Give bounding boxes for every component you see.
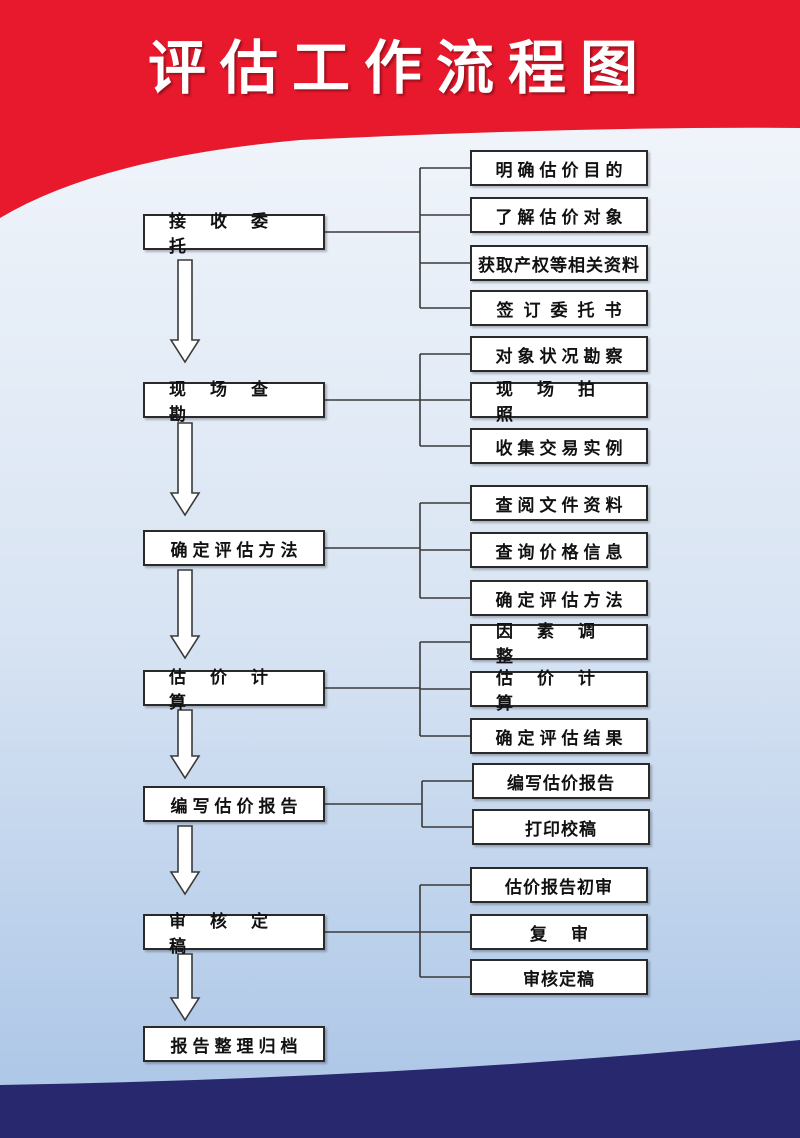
step-3-sub-3: 确定评估方法 [470,580,648,616]
connector-2 [325,353,470,447]
step-1-sub-1: 明确估价目的 [470,150,648,186]
step-4-box: 估价计算 [143,668,325,713]
step-4-sub-2: 估价计算 [470,669,648,714]
down-arrow-3 [169,569,201,660]
down-arrow-5 [169,825,201,896]
step-4-sub-3: 确定评估结果 [470,718,648,754]
step-5-sub-1: 编写估价报告 [472,763,650,799]
step-6-box: 审核定稿 [143,912,325,957]
down-arrow-4 [169,709,201,780]
step-5-sub-2: 打印校稿 [472,809,650,845]
connector-3 [325,502,470,599]
step-6-sub-1: 估价报告初审 [470,867,648,903]
down-arrow-2 [169,422,201,517]
step-3-box: 确定评估方法 [143,530,325,566]
step-5-box: 编写估价报告 [143,786,325,822]
step-2-box: 现场查勘 [143,380,325,425]
step-6-sub-3: 审核定稿 [470,959,648,995]
step-2-sub-1: 对象状况勘察 [470,336,648,372]
down-arrow-1 [169,259,201,364]
step-1-sub-4: 签订委托书 [470,290,648,326]
red-banner [0,0,800,218]
step-2-sub-2: 现场拍照 [470,380,648,425]
connector-5 [325,780,472,828]
step-4-sub-1: 因素调整 [470,622,648,667]
step-3-sub-2: 查询价格信息 [470,532,648,568]
connector-4 [325,641,470,737]
step-1-sub-3: 获取产权等相关资料 [470,245,648,281]
down-arrow-6 [169,953,201,1022]
flow-arrows [169,259,201,1022]
connector-6 [325,884,470,978]
step-7-box: 报告整理归档 [143,1026,325,1062]
step-3-sub-1: 查阅文件资料 [470,485,648,521]
connector-1 [325,167,470,309]
step-1-sub-2: 了解估价对象 [470,197,648,233]
step-1-box: 接收委托 [143,212,325,257]
poster-title: 评估工作流程图 [147,34,652,102]
bottom-band [0,1040,800,1138]
step-2-sub-3: 收集交易实例 [470,428,648,464]
step-6-sub-2: 复审 [470,914,648,950]
